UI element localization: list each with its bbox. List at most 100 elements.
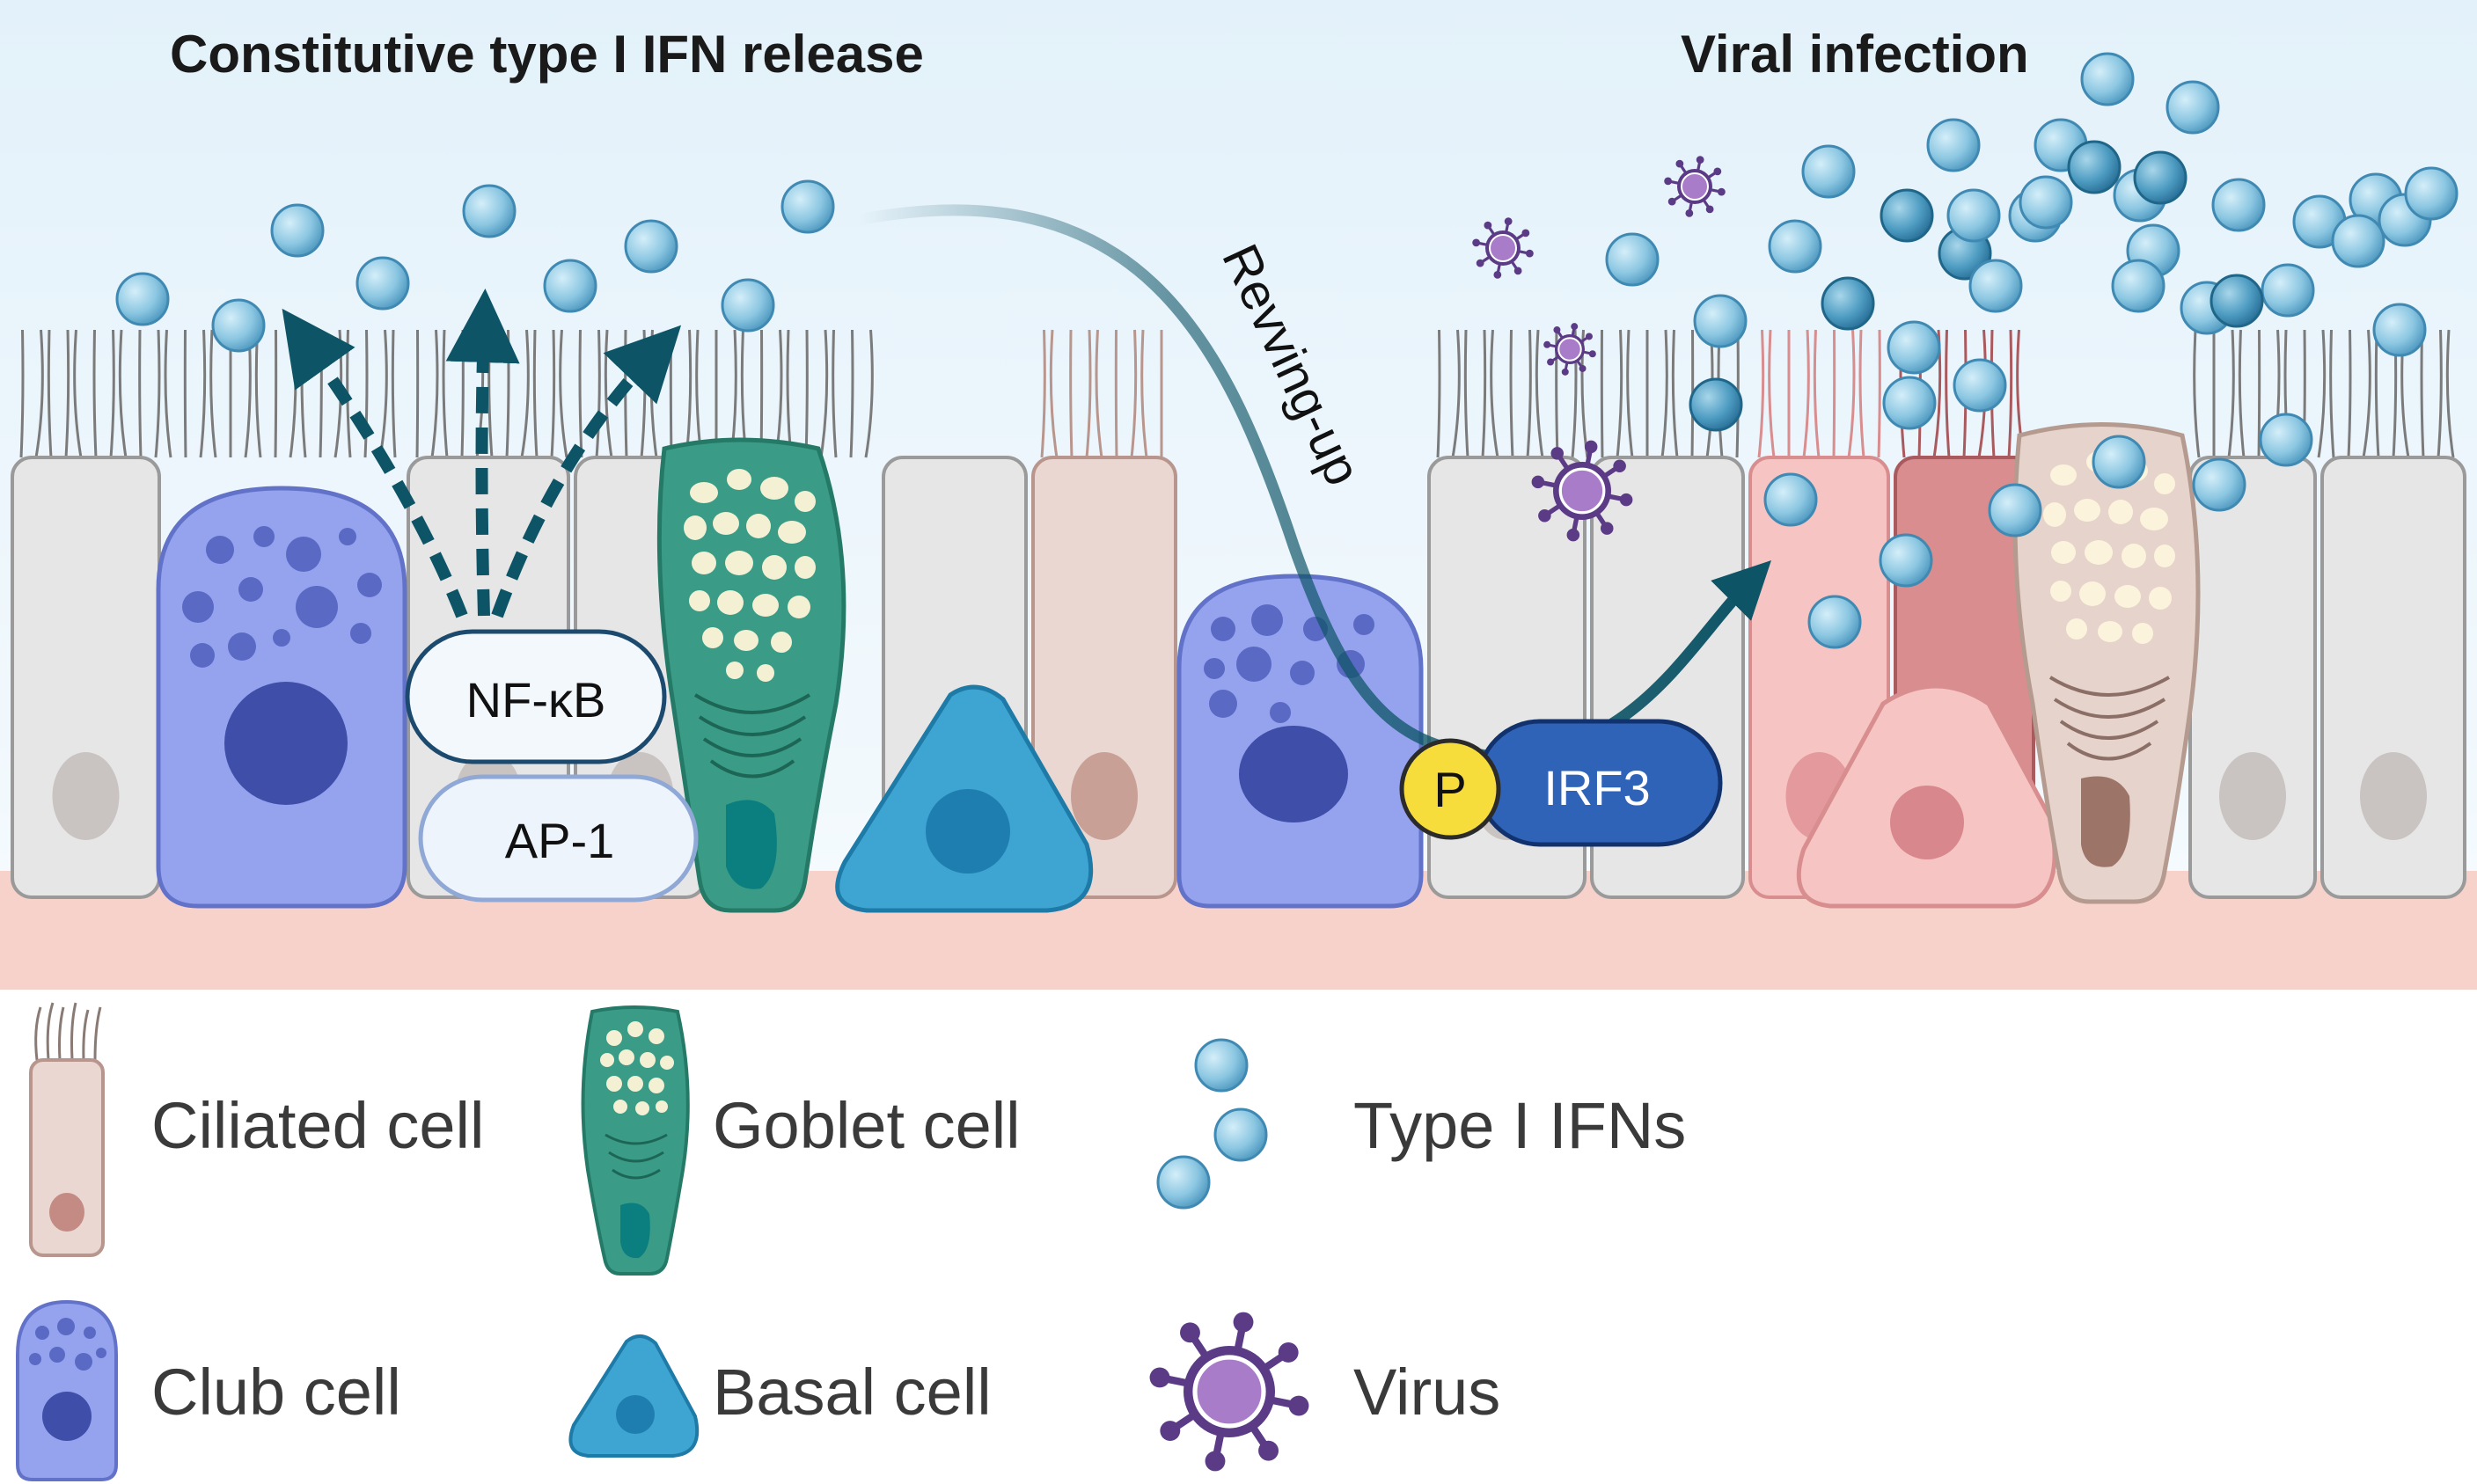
nfkb-box: NF-κB [405,629,667,764]
legend-ciliated-icon [29,1002,105,1257]
cilium [2317,329,2327,458]
ifn-particle [1768,219,1822,274]
cilium [2347,329,2352,458]
ifn-particle [1879,533,1933,588]
ifn-particle [1801,144,1856,199]
ifn-particle [2210,274,2264,328]
cilium [2238,329,2246,458]
cilium [1600,329,1604,458]
cilium [1114,329,1118,458]
ifn-particle [1880,188,1934,243]
cilium [1945,329,1951,458]
cilium [274,329,278,458]
cilium [819,329,829,458]
ap1-box: AP-1 [418,774,699,903]
cilium [254,329,262,458]
svg-text:NF-κB: NF-κB [466,672,606,727]
cilium [1526,329,1532,458]
cilium [1626,329,1634,458]
legend-virus-label: Virus [1353,1356,1500,1429]
ifn-particle [1887,320,1941,375]
cilium [559,329,568,458]
cilium [832,329,838,458]
cilium [2445,329,2455,458]
cilium [1877,329,1881,458]
cilium [199,329,207,458]
ifn-particle [2331,214,2385,268]
cilium [595,329,601,458]
ifn-particle [2019,175,2073,230]
ifn-particle [1807,595,1862,649]
cilium [64,329,70,458]
ifn-particle [1953,358,2007,413]
cilium [118,329,128,458]
cilium [1490,329,1499,458]
cilium [1436,329,1441,458]
cilium [1858,329,1865,458]
ifn-particle [780,179,835,234]
svg-text:AP-1: AP-1 [505,813,615,868]
cilium [1095,329,1103,458]
cilium [319,329,323,458]
cilium [1140,329,1148,458]
cilium [164,329,172,458]
cilium [391,329,397,458]
constitutive-release-arrows [282,289,682,618]
ifn-particle [2192,457,2246,512]
cilium [2257,329,2261,458]
cilium [109,329,115,458]
phospho-badge: P [1399,738,1501,840]
ifn-particle [543,259,597,313]
svg-text:IRF3: IRF3 [1543,760,1650,815]
title-constitutive: Constitutive type I IFN release [170,25,924,84]
ifn-particle [1763,472,1818,527]
virus [1472,217,1534,279]
cilium [460,329,465,458]
revving-up-arrow [856,204,1771,763]
cilium [1802,329,1810,458]
cilium [849,329,854,458]
cilium [1671,329,1679,458]
cilium [138,329,143,458]
ifn-particle [1988,483,2042,537]
ifn-particle [2092,435,2146,489]
cilium [47,329,53,458]
cilium [1130,329,1138,458]
cilium [1451,329,1461,458]
cilium [2007,329,2013,458]
columnar-cell [1031,456,1177,899]
ifn-particle [2111,259,2166,313]
cilium [415,329,420,458]
cilium [154,329,161,458]
virus [1664,156,1726,217]
title-viral-infection: Viral infection [1681,25,2029,84]
ifn-particle [1821,276,1875,331]
cilium [1509,329,1514,458]
cilium [1535,329,1544,458]
ifn-particle [2080,52,2135,106]
dashed-arrow-right [491,325,682,618]
virus [1543,323,1596,376]
cilium [1463,329,1469,458]
cilium [442,329,449,458]
cilium [363,329,369,458]
cilium [1616,329,1623,458]
club-cell-left [156,486,407,909]
ifn-particle [115,272,170,326]
cilium [378,329,388,458]
goblet-cell [656,437,846,913]
cilium [2227,329,2235,458]
ifn-particle [1689,377,1743,432]
legend-basal-label: Basal cell [713,1356,992,1429]
goblet-cell-infected [2012,422,2201,904]
ifn-particle [1968,259,2023,313]
cilium [1847,329,1856,458]
ifn-particle [2067,140,2122,194]
ifn-particle [1882,376,1937,430]
ifn-particle [2211,178,2266,232]
columnar-cell [2320,456,2466,899]
ifn-particle [355,256,410,311]
cilium [520,329,530,458]
columnar-cell [11,456,161,899]
legend-basal-icon [568,1334,700,1458]
